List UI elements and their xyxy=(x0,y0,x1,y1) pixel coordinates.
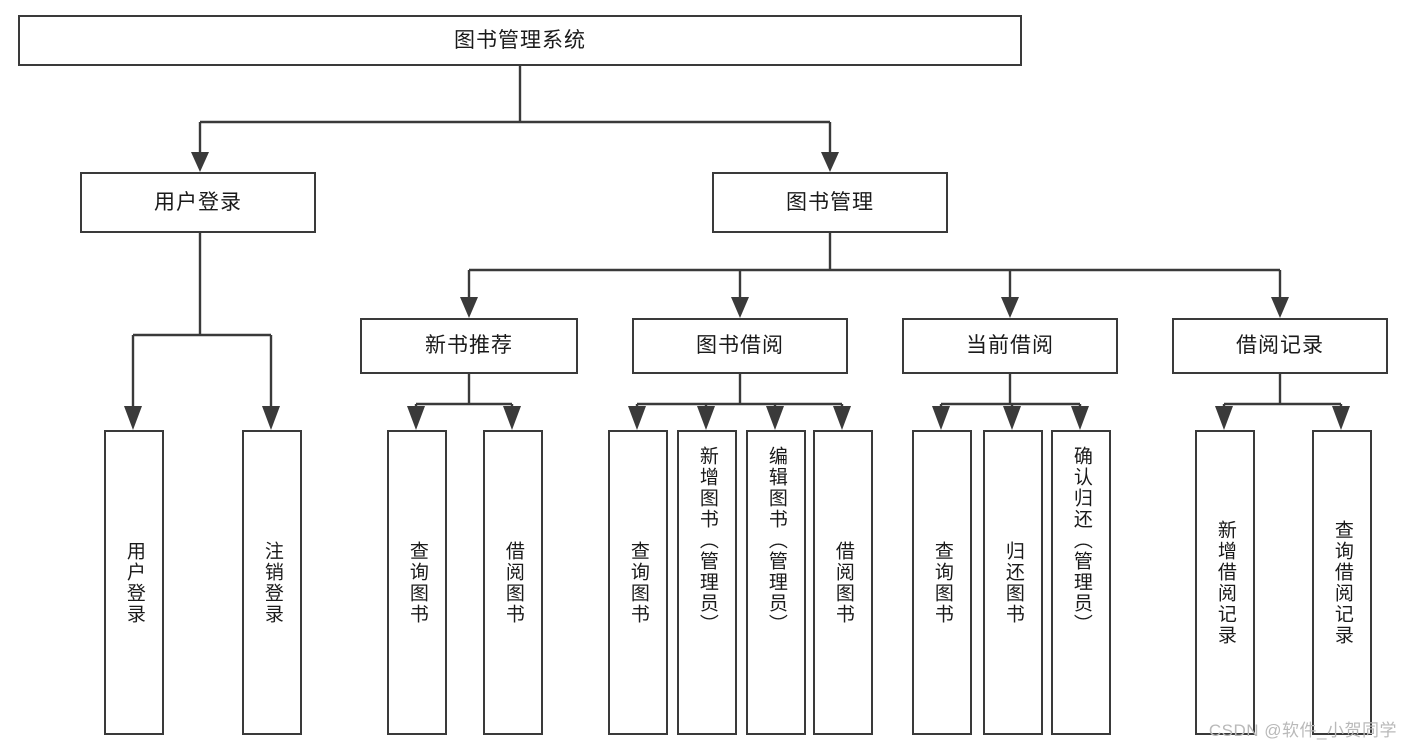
arrowhead-bookborrow-leaf1 xyxy=(628,406,646,430)
node-new-book-recommend[interactable]: 新书推荐 xyxy=(360,318,578,374)
arrowhead-currentborrow-leaf2 xyxy=(1003,406,1021,430)
arrowhead-newbook xyxy=(460,297,478,318)
leaf-currentborrow-query-books[interactable]: 查询图书 xyxy=(912,430,972,735)
arrowhead-bookborrow-leaf3 xyxy=(766,406,784,430)
leaf-bookborrow-edit-book-admin[interactable]: 编辑图书（管理员） xyxy=(746,430,806,735)
leaf-user-login[interactable]: 用户登录 xyxy=(104,430,164,735)
arrowhead-currentborrow xyxy=(1001,297,1019,318)
arrowhead-bookborrow xyxy=(731,297,749,318)
node-book-borrow[interactable]: 图书借阅 xyxy=(632,318,848,374)
arrowhead-leaf-user-login xyxy=(124,406,142,430)
leaf-currentborrow-confirm-return-admin[interactable]: 确认归还（管理员） xyxy=(1051,430,1111,735)
arrowhead-newbook-leaf1 xyxy=(407,406,425,430)
csdn-watermark: CSDN @软件_小贺同学 xyxy=(1208,721,1397,740)
arrowhead-borrowrecord-leaf1 xyxy=(1215,406,1233,430)
arrowhead-currentborrow-leaf3 xyxy=(1071,406,1089,430)
node-borrow-record[interactable]: 借阅记录 xyxy=(1172,318,1388,374)
node-current-borrow[interactable]: 当前借阅 xyxy=(902,318,1118,374)
arrowhead-userlogin xyxy=(191,152,209,172)
arrowhead-newbook-leaf2 xyxy=(503,406,521,430)
leaf-borrowrecord-query-record[interactable]: 查询借阅记录 xyxy=(1312,430,1372,735)
arrowhead-currentborrow-leaf1 xyxy=(932,406,950,430)
node-user-login[interactable]: 用户登录 xyxy=(80,172,316,233)
arrowhead-leaf-logout xyxy=(262,406,280,430)
leaf-newbook-query-books[interactable]: 查询图书 xyxy=(387,430,447,735)
leaf-logout[interactable]: 注销登录 xyxy=(242,430,302,735)
arrowhead-bookmgmt xyxy=(821,152,839,172)
arrowhead-bookborrow-leaf2 xyxy=(697,406,715,430)
arrowhead-bookborrow-leaf4 xyxy=(833,406,851,430)
leaf-bookborrow-query-books[interactable]: 查询图书 xyxy=(608,430,668,735)
leaf-borrowrecord-add-record[interactable]: 新增借阅记录 xyxy=(1195,430,1255,735)
leaf-bookborrow-borrow-books[interactable]: 借阅图书 xyxy=(813,430,873,735)
arrowhead-borrowrecord-leaf2 xyxy=(1332,406,1350,430)
node-root[interactable]: 图书管理系统 xyxy=(18,15,1022,66)
node-book-management[interactable]: 图书管理 xyxy=(712,172,948,233)
leaf-currentborrow-return-books[interactable]: 归还图书 xyxy=(983,430,1043,735)
leaf-bookborrow-add-book-admin[interactable]: 新增图书（管理员） xyxy=(677,430,737,735)
leaf-newbook-borrow-books[interactable]: 借阅图书 xyxy=(483,430,543,735)
arrowhead-borrowrecord xyxy=(1271,297,1289,318)
